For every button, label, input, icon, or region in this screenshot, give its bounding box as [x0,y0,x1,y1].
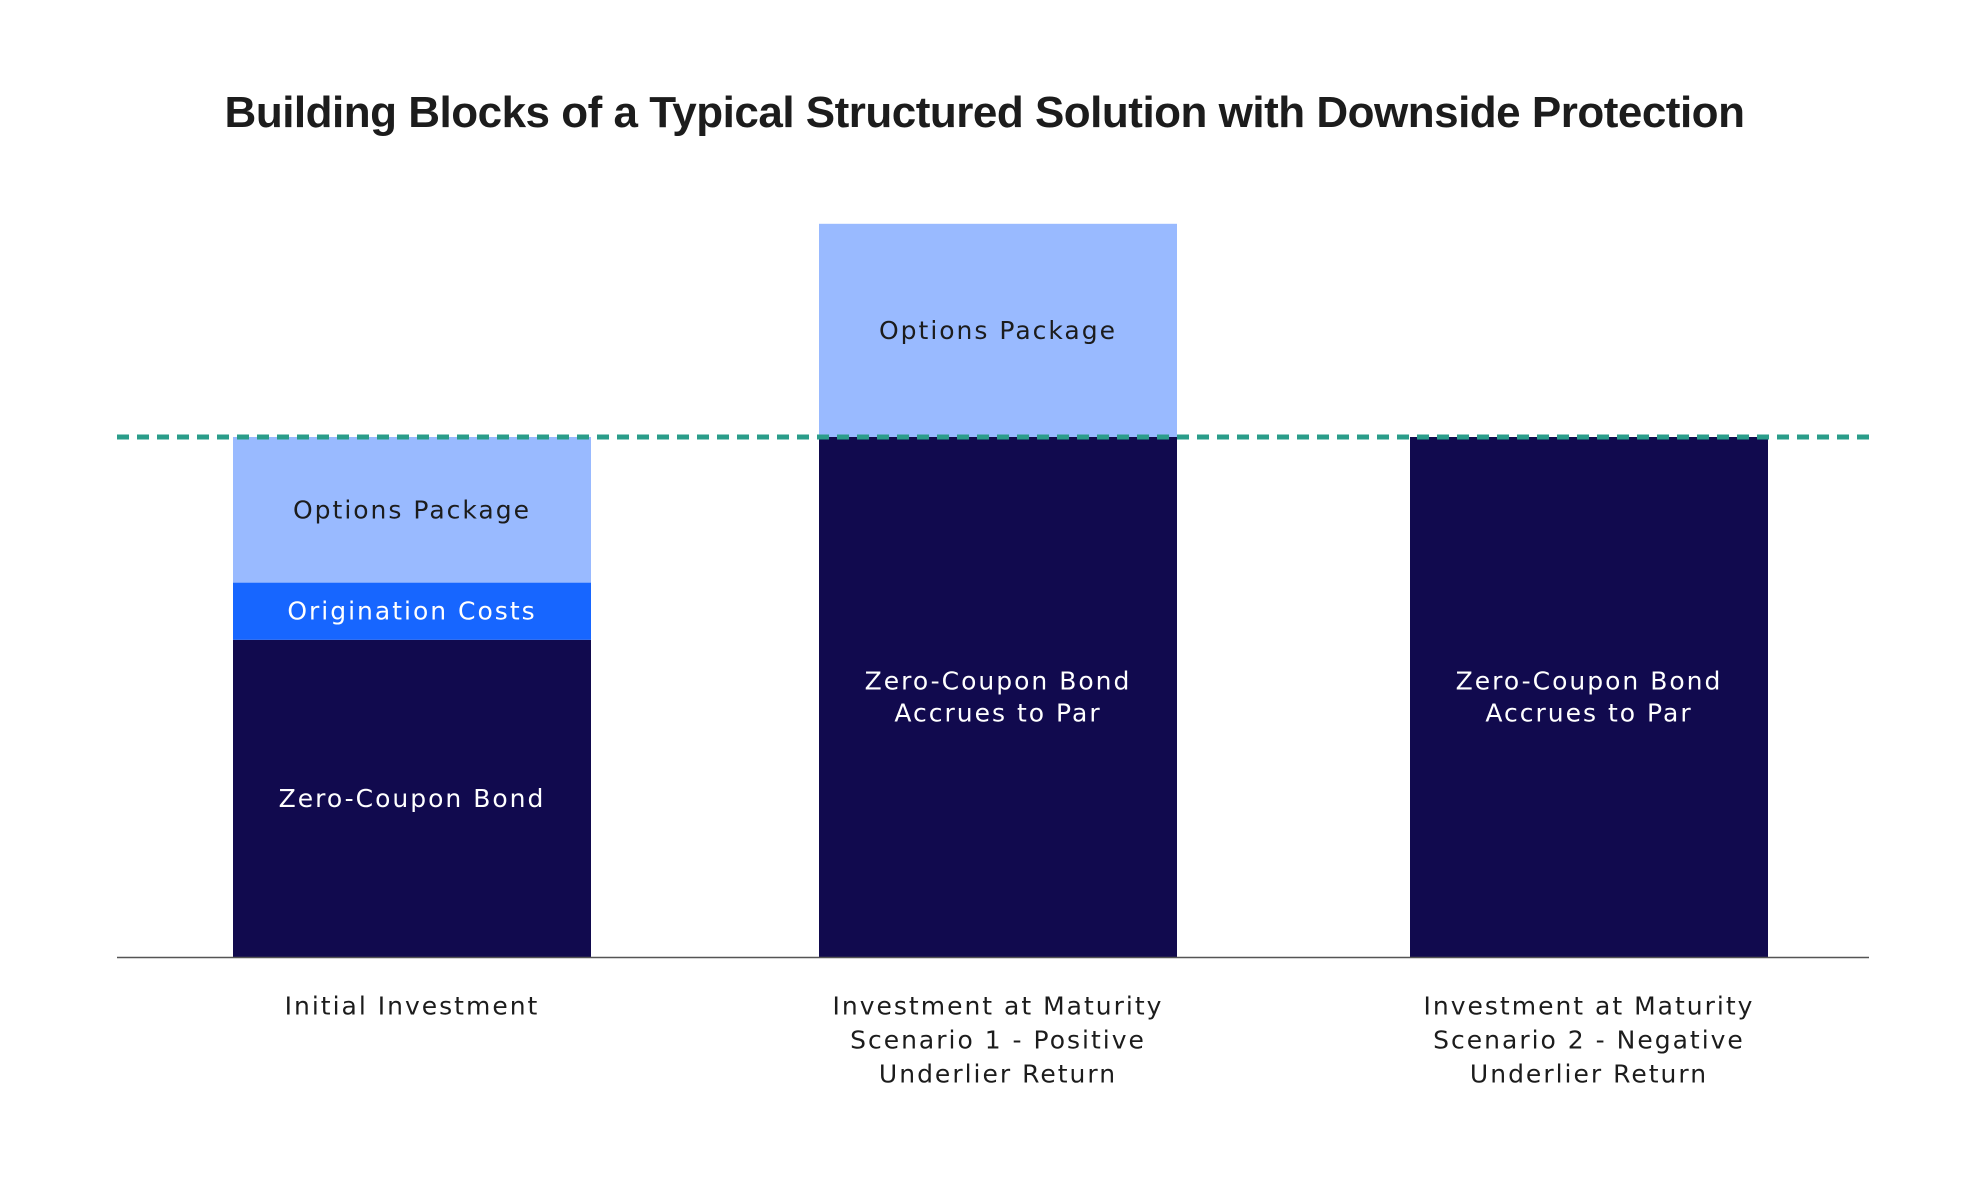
chart-title: Building Blocks of a Typical Structured … [224,88,1745,137]
category-label: Scenario 1 - Positive [850,1026,1146,1055]
bar-segment-1-1 [819,223,1177,437]
bar-segment-0-1 [233,582,591,640]
category-label: Initial Investment [285,992,540,1021]
segment-label: Origination Costs [287,597,536,626]
segment-label: Options Package [293,495,531,524]
category-label: Investment at Maturity [1424,992,1755,1021]
category-label: Underlier Return [879,1060,1117,1089]
category-label: Investment at Maturity [833,992,1164,1021]
bar-segment-1-0 [819,437,1177,957]
bar-segment-0-2 [233,437,591,583]
bar-segment-2-0 [1410,437,1768,957]
category-label: Underlier Return [1470,1060,1708,1089]
category-label: Scenario 2 - Negative [1433,1026,1745,1055]
segment-label: Options Package [879,316,1117,345]
bar-segment-0-0 [233,639,591,957]
segment-label: Zero-Coupon Bond [1456,667,1723,696]
segment-label: Accrues to Par [894,699,1101,728]
segment-label: Zero-Coupon Bond [865,667,1132,696]
segment-label: Accrues to Par [1485,699,1692,728]
segment-label: Zero-Coupon Bond [279,784,546,813]
